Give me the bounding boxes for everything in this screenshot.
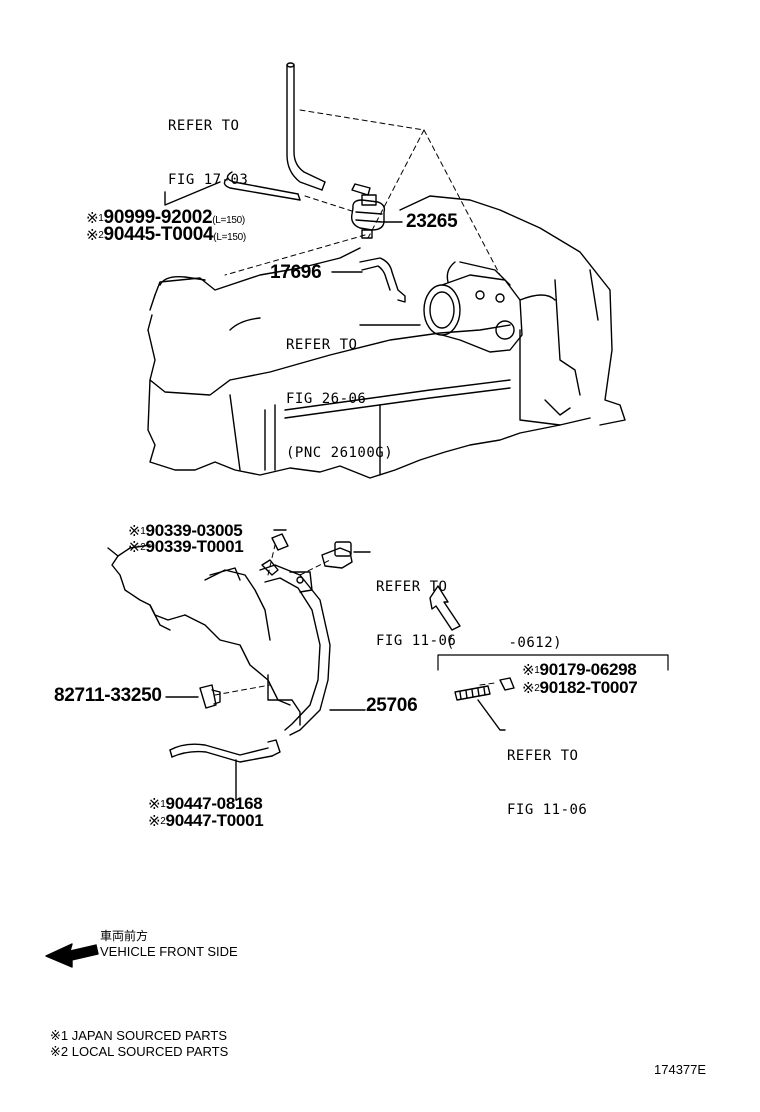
- direction-en-label: VEHICLE FRONT SIDE: [100, 944, 238, 959]
- mark: ※: [522, 661, 535, 679]
- cap-drawing: [271, 529, 289, 551]
- part-90447-08168[interactable]: ※190447-08168: [148, 794, 263, 814]
- hose-drawing: [164, 171, 301, 206]
- connector-drawing: [165, 684, 221, 709]
- part-90447-T0001[interactable]: ※290447-T0001: [148, 811, 264, 831]
- part-90182-T0007[interactable]: ※290182-T0007: [522, 678, 638, 698]
- part-90339-03005[interactable]: ※190339-03005: [128, 521, 243, 541]
- legend-japan: ※1 JAPAN SOURCED PARTS: [50, 1028, 228, 1043]
- mark-idx: 2: [534, 683, 540, 694]
- pnc-line: (PNC 26100G): [286, 445, 394, 461]
- refer-fig-26-06[interactable]: REFER TO FIG 26-06 (PNC 26100G): [286, 300, 393, 480]
- throttle-body-drawing: [359, 261, 523, 353]
- fig-line: FIG 17-03: [168, 172, 249, 188]
- refer-line: REFER TO: [507, 748, 579, 764]
- legend-local: ※2 LOCAL SOURCED PARTS: [50, 1044, 229, 1059]
- lower-engine-outline: [107, 544, 291, 706]
- mark: ※: [86, 209, 99, 227]
- mark-idx: 2: [98, 230, 104, 241]
- part-90999-92002[interactable]: ※190999-92002(L=150): [86, 207, 245, 230]
- part-number: 90999-92002: [103, 207, 213, 228]
- refer-line: REFER TO: [286, 337, 358, 353]
- part-number: 90182-T0007: [539, 678, 638, 697]
- engine-outline: [147, 195, 626, 479]
- part-90339-T0001[interactable]: ※290339-T0001: [128, 537, 244, 557]
- fig-line: FIG 11-06: [376, 633, 457, 649]
- front-arrow-icon: [45, 943, 99, 968]
- mark-idx: 1: [98, 213, 104, 224]
- range-bracket: [437, 654, 669, 671]
- part-23265[interactable]: 23265: [406, 211, 458, 232]
- part-90445-T0004[interactable]: ※290445-T0004(L=150): [86, 224, 246, 247]
- refer-line: REFER TO: [168, 118, 240, 134]
- length-note: (L=150): [212, 215, 245, 226]
- part-number: 90339-03005: [145, 521, 243, 540]
- union-bolt-drawing: [321, 541, 371, 569]
- mark: ※: [148, 812, 161, 830]
- vacuum-pipe-drawing: [286, 62, 326, 191]
- part-25706[interactable]: 25706: [366, 695, 418, 716]
- part-number: 90339-T0001: [145, 537, 244, 556]
- refer-fig-11-06-b[interactable]: REFER TO FIG 11-06: [507, 711, 587, 837]
- refer-fig-11-06-a[interactable]: REFER TO FIG 11-06: [376, 542, 456, 668]
- mark-idx: 1: [534, 665, 540, 676]
- mark: ※: [128, 522, 141, 540]
- bracket-drawing: [331, 257, 406, 303]
- stud-drawing: [454, 677, 515, 731]
- part-number: 90447-08168: [165, 794, 263, 813]
- fig-line: FIG 11-06: [507, 802, 588, 818]
- model-range: ( -0612): [446, 635, 563, 651]
- part-number: 90445-T0004: [103, 224, 214, 245]
- mark-idx: 1: [160, 799, 166, 810]
- part-82711-33250[interactable]: 82711-33250: [54, 685, 162, 706]
- hose-lower-drawing: [169, 739, 281, 801]
- length-note: (L=150): [213, 232, 246, 243]
- figure-id: 174377E: [654, 1062, 707, 1077]
- part-90179-06298[interactable]: ※190179-06298: [522, 660, 637, 680]
- mark: ※: [128, 538, 141, 556]
- refer-line: REFER TO: [376, 579, 448, 595]
- mark: ※: [86, 226, 99, 244]
- direction-jp-label: 車両前方: [100, 929, 149, 943]
- dashed-leaders: [214, 109, 501, 696]
- pipe-assembly-drawing: [259, 559, 366, 736]
- refer-arrow: [429, 585, 461, 631]
- refer-fig-17-03[interactable]: REFER TO FIG 17-03: [168, 81, 248, 207]
- mark: ※: [148, 795, 161, 813]
- mark-idx: 2: [160, 816, 166, 827]
- mark-idx: 1: [140, 526, 146, 537]
- part-number: 90447-T0001: [165, 811, 264, 830]
- fig-line: FIG 26-06: [286, 391, 367, 407]
- vsv-drawing: [350, 183, 403, 239]
- mark-idx: 2: [140, 542, 146, 553]
- part-17696[interactable]: 17696: [270, 262, 322, 283]
- mark: ※: [522, 679, 535, 697]
- part-number: 90179-06298: [539, 660, 637, 679]
